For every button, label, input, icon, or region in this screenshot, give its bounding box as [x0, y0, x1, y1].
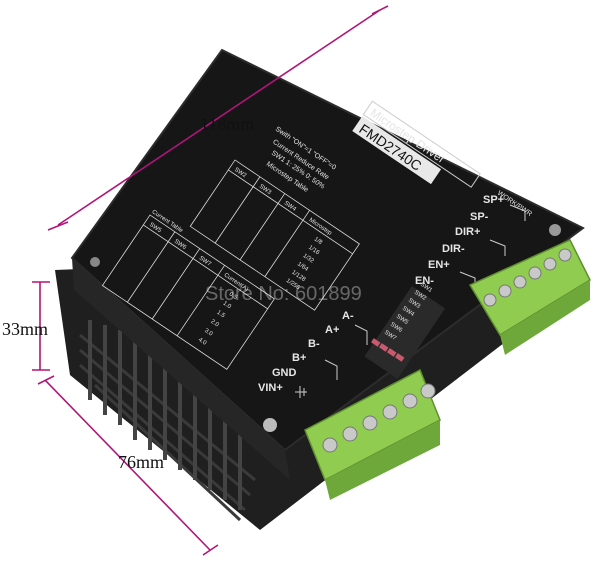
pin-a-minus: A-	[342, 310, 354, 322]
power-terminal-block	[304, 368, 441, 500]
cur-value-5: 3.0	[203, 328, 214, 338]
watermark: Store No: 601899	[205, 283, 362, 305]
pin-en-plus: EN+	[428, 259, 450, 271]
pin-sp-plus: SP+	[483, 194, 504, 206]
pin-sp-minus: SP-	[470, 211, 489, 223]
dip-switch: SW1 SW2 SW3 SW4 SW5 SW6 SW7	[364, 282, 446, 379]
pin-en-minus: EN-	[415, 275, 434, 287]
ms-value-2: 1/16	[307, 245, 321, 257]
pin-b-minus: B-	[308, 338, 320, 350]
cur-value-3: 1.5	[215, 310, 226, 320]
pin-dir-plus: DIR+	[455, 226, 480, 238]
dimension-lines	[32, 5, 389, 556]
dimension-height: 33mm	[2, 319, 48, 339]
pin-b-plus: B+	[292, 352, 306, 364]
pin-a-plus: A+	[325, 324, 339, 336]
pin-vin: VIN+	[258, 382, 283, 394]
ms-value-3: 1/32	[302, 253, 316, 265]
screw-hole	[263, 418, 277, 432]
current-table: Current Table SW5 SW6 SW7 Current(A) 0.5…	[101, 209, 275, 370]
pin-gnd: GND	[272, 367, 297, 379]
dimension-width: 76mm	[118, 452, 164, 472]
screw-hole	[90, 257, 100, 267]
screw-hole	[549, 224, 561, 236]
cur-value-2: 1.0	[222, 301, 233, 311]
cur-value-4: 2.0	[209, 319, 220, 329]
ms-value-4: 1/64	[296, 261, 310, 273]
ms-value-1: 1/8	[313, 236, 324, 246]
pin-dir-minus: DIR-	[442, 243, 465, 255]
power-pin-labels: A- A+ B- B+ GND VIN+	[258, 310, 368, 398]
cur-value-1: 0.5	[228, 291, 239, 301]
cur-value-6: 4.0	[197, 337, 208, 347]
dimension-length: 118mm	[200, 114, 254, 134]
signal-terminal-block	[468, 239, 591, 355]
